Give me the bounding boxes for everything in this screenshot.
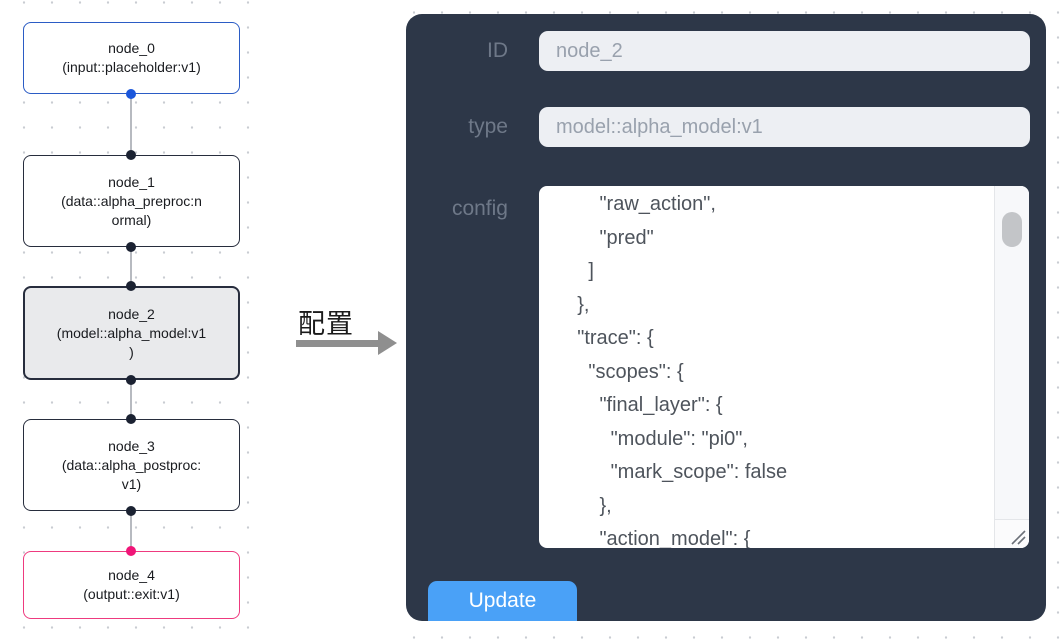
configure-arrow-head-icon — [378, 331, 397, 355]
config-textarea[interactable]: "raw_action", "pred" ] }, "trace": { "sc… — [539, 186, 1029, 548]
type-input[interactable]: model::alpha_model:v1 — [539, 107, 1030, 147]
edge-node1-node2 — [130, 247, 132, 286]
port-node3-bottom[interactable] — [126, 506, 136, 516]
configure-arrow — [296, 340, 378, 347]
flow-node-node_2-selected[interactable]: node_2 (model::alpha_model:v1 ) — [23, 286, 240, 380]
flow-node-node_0[interactable]: node_0 (input::placeholder:v1) — [23, 22, 240, 94]
config-scrollbar-thumb[interactable] — [1002, 212, 1022, 247]
resize-grip-icon — [1011, 530, 1026, 545]
node-config-panel: ID node_2 type model::alpha_model:v1 con… — [406, 14, 1046, 621]
port-node1-bottom[interactable] — [126, 242, 136, 252]
edge-node0-node1 — [130, 94, 132, 155]
config-scrollbar-track[interactable] — [994, 186, 1029, 519]
port-node4-top[interactable] — [126, 546, 136, 556]
textarea-resize-corner[interactable] — [994, 519, 1029, 548]
type-field-label: type — [468, 115, 508, 138]
port-node0-bottom[interactable] — [126, 89, 136, 99]
port-node2-bottom[interactable] — [126, 375, 136, 385]
edge-node3-node4 — [130, 511, 132, 551]
port-node1-top[interactable] — [126, 150, 136, 160]
config-field-label: config — [451, 197, 508, 220]
update-button[interactable]: Update — [428, 581, 577, 621]
edge-node2-node3 — [130, 380, 132, 419]
id-field-label: ID — [487, 39, 508, 62]
configure-label: 配置 — [298, 309, 354, 339]
port-node3-top[interactable] — [126, 414, 136, 424]
flow-node-node_3[interactable]: node_3 (data::alpha_postproc: v1) — [23, 419, 240, 511]
flow-node-node_4[interactable]: node_4 (output::exit:v1) — [23, 551, 240, 619]
flow-node-node_1[interactable]: node_1 (data::alpha_preproc:n ormal) — [23, 155, 240, 247]
id-input[interactable]: node_2 — [539, 31, 1030, 71]
port-node2-top[interactable] — [126, 281, 136, 291]
config-json-text[interactable]: "raw_action", "pred" ] }, "trace": { "sc… — [577, 193, 788, 548]
